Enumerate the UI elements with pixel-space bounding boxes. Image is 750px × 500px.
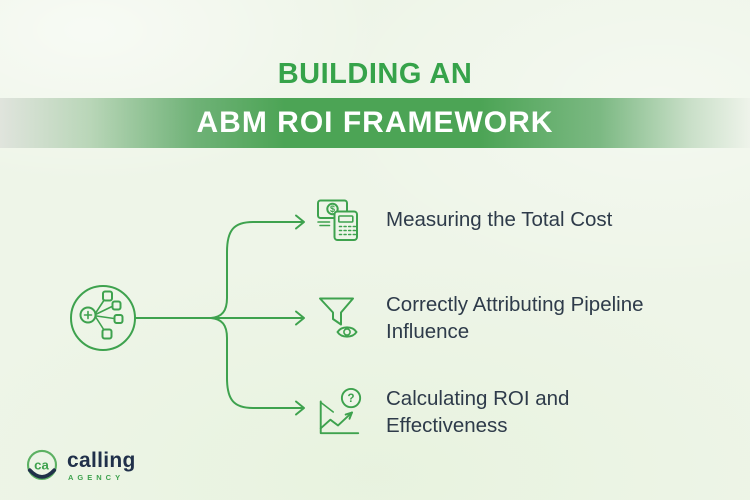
calling-agency-logo-icon: ca	[26, 449, 58, 480]
item-icon-box: ?	[314, 384, 364, 440]
funnel-eye-icon	[319, 297, 358, 338]
item-label-line: Effectiveness	[386, 414, 508, 437]
chart-axes	[319, 400, 360, 435]
chart-question-icon: ?	[319, 387, 362, 435]
list-item-measuring-cost: $ Measuring the Total Cost	[314, 196, 612, 244]
logo-text: calling AGENCY	[67, 450, 136, 482]
list-item-pipeline-attribution: Correctly Attributing Pipeline Influence	[314, 290, 644, 346]
page-kicker-title: BUILDING AN	[277, 58, 473, 90]
dollar-glyph: $	[330, 204, 335, 214]
item-label-line: Measuring the Total Cost	[386, 208, 613, 232]
arrowhead-top-icon	[295, 214, 305, 230]
item-label-line: Influence	[386, 320, 470, 343]
arrowhead-bottom-icon	[295, 400, 305, 416]
connector-bottom	[210, 317, 304, 409]
hub-circle	[70, 285, 136, 351]
item-icon-box: $	[314, 196, 364, 244]
item-label-line: Calculating ROI and	[386, 386, 570, 410]
money-calculator-icon: $	[317, 199, 358, 241]
title-banner: ABM ROI FRAMEWORK	[0, 98, 750, 148]
logo-subtext: AGENCY	[68, 473, 125, 482]
item-icon-box	[314, 293, 364, 343]
item-label-line: Correctly Attributing Pipeline	[386, 292, 644, 316]
trend-line	[319, 411, 353, 430]
page-title: ABM ROI FRAMEWORK	[196, 106, 554, 139]
connector-top	[210, 221, 304, 319]
arrowhead-middle-icon	[295, 310, 305, 326]
logo-smile-arc	[27, 468, 57, 479]
list-item-roi-calculation: ? Calculating ROI and Effectiveness	[314, 382, 569, 442]
calling-agency-logo: ca calling AGENCY	[24, 448, 136, 484]
item-label: Measuring the Total Cost	[386, 206, 612, 234]
trend-arrowhead	[344, 411, 353, 420]
logo-name: calling	[67, 449, 136, 472]
logo-monogram: ca	[34, 458, 49, 473]
plus-icon	[83, 310, 93, 320]
abm-network-hub-icon	[79, 290, 124, 340]
item-label: Calculating ROI and Effectiveness	[386, 385, 569, 440]
question-glyph: ?	[347, 393, 354, 405]
item-label: Correctly Attributing Pipeline Influence	[386, 291, 644, 346]
